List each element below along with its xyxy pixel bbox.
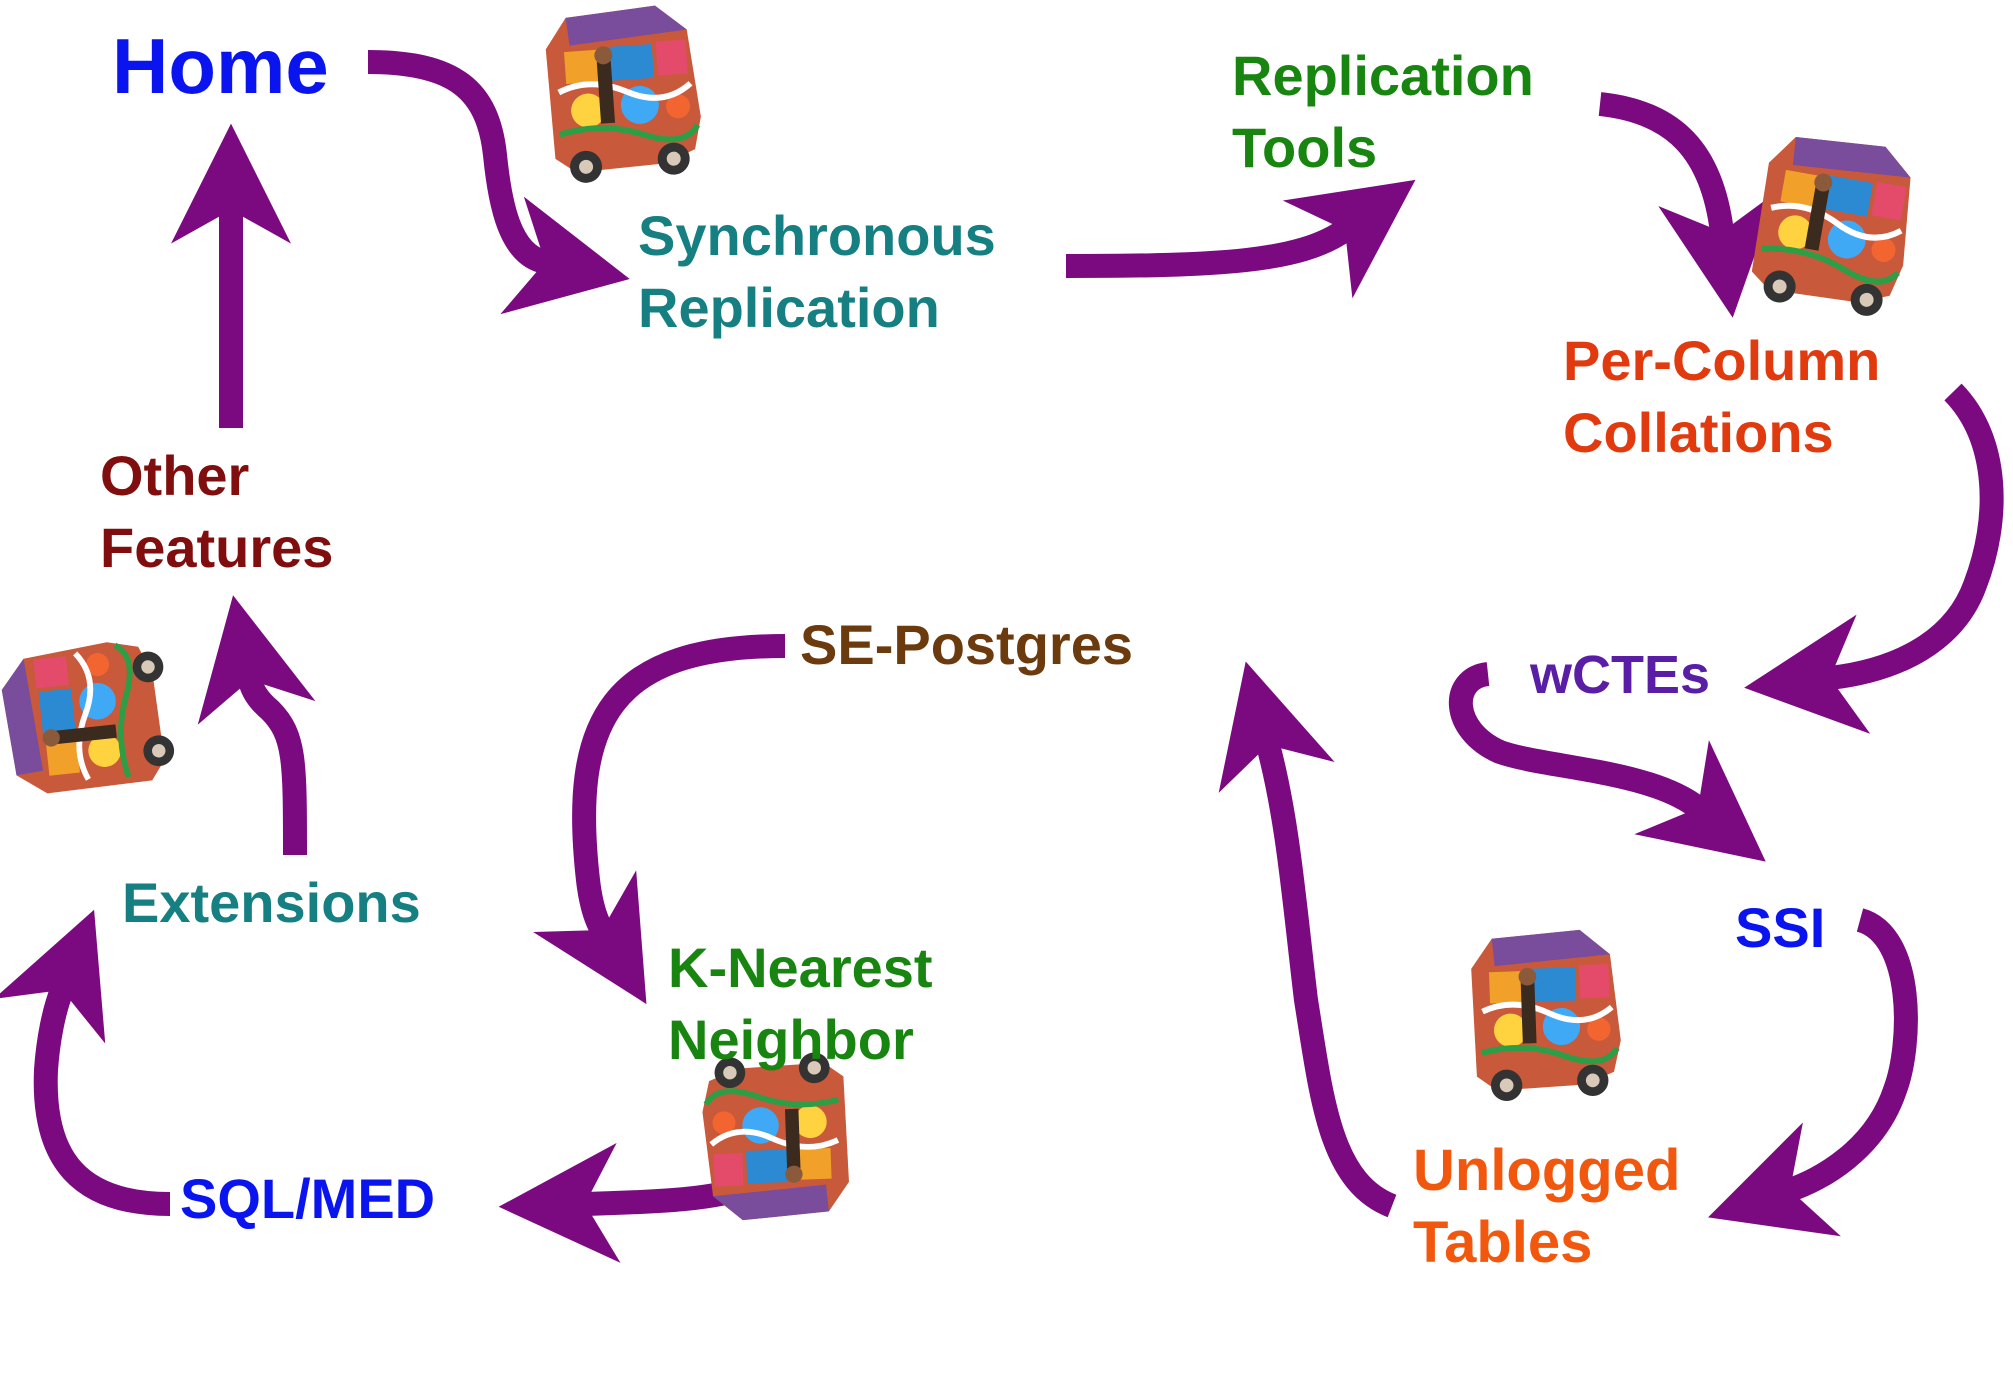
arrow-wctes-to-ssi xyxy=(1448,662,1766,862)
node-unlogged-tables[interactable]: Unlogged Tables xyxy=(1413,1135,1680,1279)
node-per-column-collations-line-2: Collations xyxy=(1563,401,1834,464)
node-synchronous-replication-line-2: Replication xyxy=(638,276,940,339)
node-synchronous-replication[interactable]: Synchronous Replication xyxy=(638,200,996,344)
node-se-postgres-line-1: SE-Postgres xyxy=(800,613,1133,676)
node-k-nearest-neighbor[interactable]: K-Nearest Neighbor xyxy=(668,932,933,1076)
node-k-nearest-neighbor-line-2: Neighbor xyxy=(668,1008,914,1071)
node-se-postgres[interactable]: SE-Postgres xyxy=(800,617,1133,673)
node-extensions-line-1: Extensions xyxy=(122,871,421,934)
node-wctes-line-1: wCTEs xyxy=(1530,645,1711,705)
painted-bus-icon xyxy=(543,3,705,185)
node-sql-med-line-1: SQL/MED xyxy=(180,1167,436,1230)
node-other-features-line-1: Other xyxy=(100,444,250,507)
node-unlogged-tables-line-2: Tables xyxy=(1413,1210,1593,1275)
arrow-unlogged-tables-to-se-postgres xyxy=(1218,661,1397,1218)
node-per-column-collations-line-1: Per-Column xyxy=(1563,329,1881,392)
painted-bus-icon xyxy=(1470,929,1623,1103)
node-ssi-line-1: SSI xyxy=(1735,896,1826,959)
arrow-per-column-to-wctes xyxy=(1744,383,2004,734)
node-synchronous-replication-line-1: Synchronous xyxy=(638,204,996,267)
arrow-se-postgres-to-k-nearest xyxy=(533,634,786,1005)
node-replication-tools-line-2: Tools xyxy=(1232,116,1378,179)
node-ssi[interactable]: SSI xyxy=(1735,900,1825,956)
node-home-line-1: Home xyxy=(112,22,329,110)
arrow-home-to-synchronous-replication xyxy=(367,50,630,315)
node-home[interactable]: Home xyxy=(112,27,329,105)
painted-bus-icon xyxy=(0,636,177,796)
node-k-nearest-neighbor-line-1: K-Nearest xyxy=(668,936,933,999)
arrow-ssi-to-unlogged-tables xyxy=(1708,908,1918,1237)
node-per-column-collations[interactable]: Per-Column Collations xyxy=(1563,325,1880,469)
node-extensions[interactable]: Extensions xyxy=(122,875,421,931)
painted-bus-icon xyxy=(701,1051,851,1221)
node-replication-tools[interactable]: Replication Tools xyxy=(1232,40,1534,184)
arrow-sql-med-to-extensions xyxy=(0,909,171,1216)
arrow-extensions-to-other-features xyxy=(197,595,316,856)
arrow-synchronous-to-replication-tools xyxy=(1065,179,1416,299)
node-sql-med[interactable]: SQL/MED xyxy=(180,1171,435,1227)
painted-bus-icon xyxy=(1745,127,1923,322)
node-unlogged-tables-line-1: Unlogged xyxy=(1413,1138,1681,1203)
node-replication-tools-line-1: Replication xyxy=(1232,44,1534,107)
node-other-features-line-2: Features xyxy=(100,516,334,579)
node-other-features[interactable]: Other Features xyxy=(100,440,333,584)
node-wctes[interactable]: wCTEs xyxy=(1530,648,1710,702)
arrow-replication-tools-to-per-column xyxy=(1598,92,1778,318)
